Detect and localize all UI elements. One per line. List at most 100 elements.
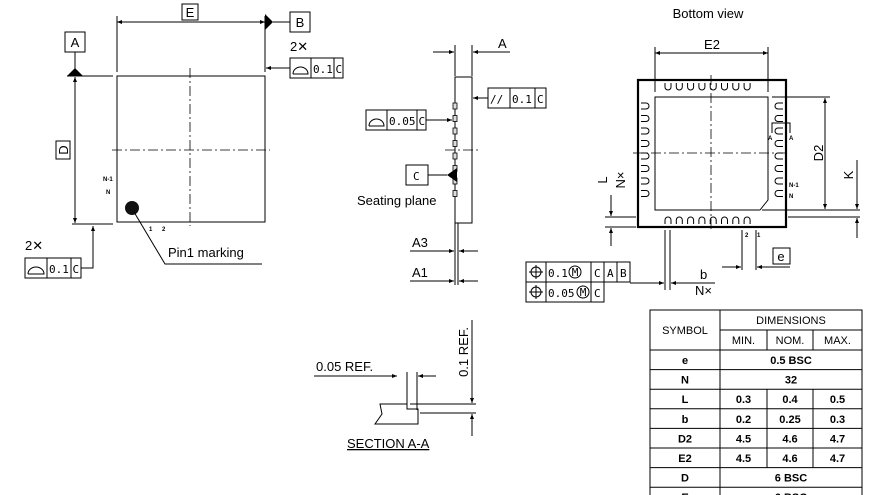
row-value-max: 4.7 [830,433,845,445]
subheader-max: MAX. [824,335,851,347]
fcf1-datum-c: C [594,267,601,280]
pin-label-n1: N-1 [103,177,113,183]
pad-top [743,83,751,91]
table-border [649,309,863,495]
fcf-datum: C [73,263,80,276]
section-title: SECTION A-A [347,436,430,451]
row-value-max: 4.7 [830,453,845,465]
dim-a1-label: A1 [412,265,428,280]
pad-bottom [698,216,706,224]
row-symbol: b [682,414,689,426]
row-value-nom: 4.6 [782,433,797,445]
table-row: E6 BSC [681,492,807,495]
pin-label-n: N [106,190,110,196]
profile-surface-icon [368,118,385,127]
pad-left [641,165,650,172]
row-value-bsc: 0.5 BSC [770,355,812,367]
profile-surface-icon [292,66,309,75]
pad-right [774,152,783,160]
row-value-min: 0.2 [736,414,751,426]
row-value-min: 4.5 [736,433,751,445]
pad-left [641,190,650,197]
pad-bottom [732,216,740,224]
side-pad [452,127,458,135]
pad-top [721,83,728,91]
section-mark-right: A [789,136,794,142]
pad-left [641,177,650,185]
pin-label-1: 1 [757,233,761,239]
fcf-position: 0.1 M C A B 0.05 M C [525,261,631,303]
fcf-profile-side: 0.05 C [365,109,427,131]
section-a-a-marker: A A [768,122,794,142]
position-icon [529,285,543,299]
dim-a-label: A [498,36,507,51]
row-symbol: E2 [678,453,691,465]
fcf1-datum-a: A [607,267,614,280]
row-value-nom: 0.25 [779,414,800,426]
fcf2-tolerance: 0.05 [548,287,575,300]
side-pad [452,190,458,197]
dim-b-label: b [700,267,707,282]
dim-l-count: N× [613,172,628,189]
top-view: E B 2✕ 0.1 C A D 2✕ 0.1 C N-1 [24,3,344,279]
pin-label-n1: N-1 [789,183,799,189]
pad-top [687,83,695,91]
package-outline [116,75,266,223]
table-row: D2 4.5 4.6 4.7 [650,428,862,449]
pin-label-n: N [789,194,793,200]
pad-right [774,190,783,197]
row-value-nom: 0.4 [782,394,798,406]
fcf-datum: C [537,93,544,106]
side-pad [452,115,458,122]
subheader-nom: NOM. [776,335,805,347]
datum-a-label: A [71,35,80,50]
pin-label-1: 1 [149,227,153,233]
pad-bottom [664,216,672,224]
qty-top: 2✕ [290,39,308,54]
fcf1-datum-b: B [620,267,627,280]
dim-e-label: E [186,5,195,20]
pad-left [641,102,650,110]
qty-bottom: 2✕ [25,238,43,253]
row-symbol: e [682,355,688,367]
datum-b-triangle [265,14,273,30]
datum-c-label: C [413,170,420,183]
row-value-min: 4.5 [736,453,751,465]
datum-c-triangle [447,168,457,182]
fcf-profile-bottom: 0.1 C [24,257,82,279]
pad-bottom [687,216,695,224]
dim-d2-label: D2 [811,145,826,162]
row-symbol: D2 [678,433,692,445]
row-value-max: 0.5 [830,394,845,406]
dim-b-count: N× [695,283,712,298]
table-row: e 0.5 BSC [650,355,862,371]
pad-right [774,177,783,185]
exposed-pad [654,96,769,211]
table-row: b 0.2 0.25 0.3 [650,408,862,429]
dim-e2-label: E2 [704,37,720,52]
row-value-max: 0.3 [830,414,845,426]
side-pad [452,102,458,110]
pad-bottom [675,216,683,224]
fcf-datum: C [419,115,426,128]
datum-b-label: B [296,15,305,30]
pad-top [732,83,740,91]
mmc-modifier: M [580,286,587,299]
row-value-min: 0.3 [736,394,751,406]
bottom-view: Bottom view E2 D2 K L N× N-1 N 2 1 A A [525,6,860,303]
ref-width-label: 0.05 REF. [316,359,373,374]
fcf-tolerance: 0.05 [389,115,416,128]
dim-l-label: L [595,176,610,183]
pad-right [774,127,783,135]
section-a-a: 0.05 REF. 0.1 REF. SECTION A-A [314,320,476,451]
pin1-marking-label: Pin1 marking [168,245,244,260]
section-mark-left: A [768,136,773,142]
subheader-min: MIN. [732,335,755,347]
pad-left [641,140,650,147]
fcf-tolerance: 0.1 [512,93,532,106]
